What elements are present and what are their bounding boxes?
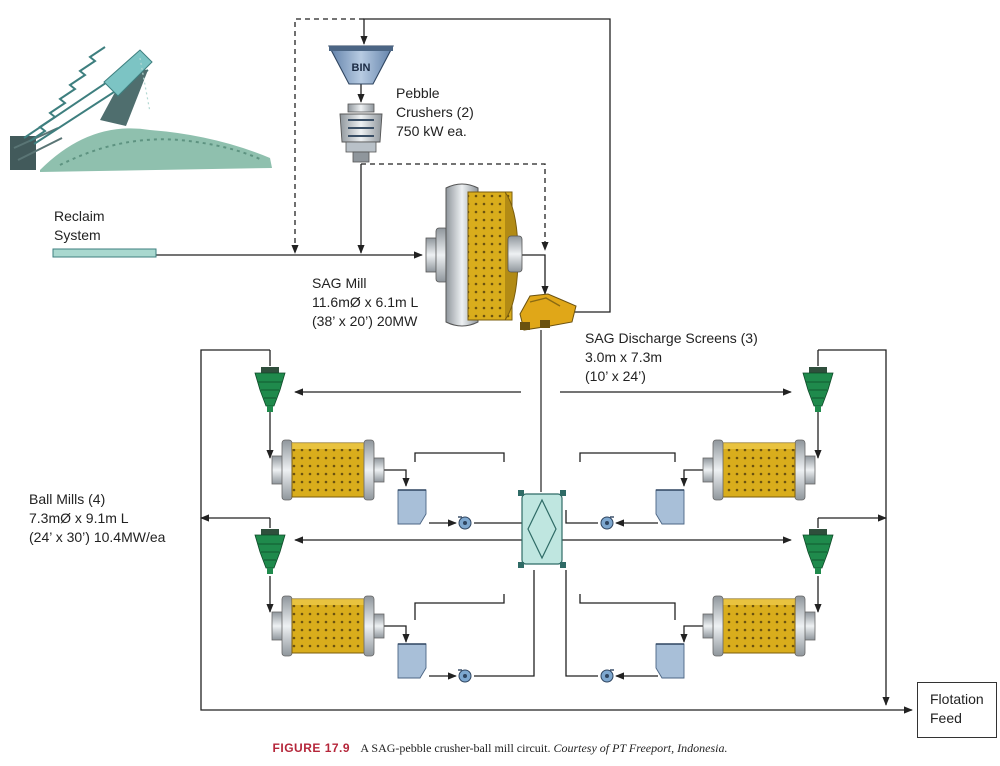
pump-icon <box>457 516 472 530</box>
ball-mill-icon <box>271 439 385 501</box>
bin-hopper <box>328 45 394 85</box>
ball-mill-icon <box>271 595 385 657</box>
cyclone-icon <box>802 528 834 575</box>
pump-icon <box>600 669 615 683</box>
sump-icon <box>397 489 427 525</box>
sag-discharge-screen-icon <box>519 293 577 331</box>
cyclone-icon <box>254 366 286 413</box>
pebble-crushers-label: Pebble Crushers (2) 750 kW ea. <box>396 85 474 139</box>
sag-discharge-screens-label: SAG Discharge Screens (3) 3.0m x 7.3m (1… <box>585 330 758 384</box>
reclaim-conveyor <box>52 248 157 258</box>
ball-mill-icon <box>702 595 816 657</box>
sump-icon <box>655 643 685 679</box>
flotation-feed-label: Flotation Feed <box>930 691 984 726</box>
sump-icon <box>655 489 685 525</box>
pebble-crusher-icon <box>339 103 383 163</box>
caption-courtesy: Courtesy of PT Freeport, Indonesia. <box>553 741 728 755</box>
sag-mill-icon <box>425 183 523 327</box>
flotation-feed-box: Flotation Feed <box>917 682 997 738</box>
pump-icon <box>457 669 472 683</box>
caption-text: A SAG-pebble crusher-ball mill circuit. <box>360 741 551 755</box>
reclaim-system-label: Reclaim System <box>54 208 105 243</box>
distributor-icon <box>518 490 566 568</box>
bin-label: BIN <box>352 62 371 74</box>
figure-number: FIGURE 17.9 <box>272 741 351 755</box>
sag-mill-label: SAG Mill 11.6mØ x 6.1m L (38’ x 20’) 20M… <box>312 275 419 329</box>
sump-icon <box>397 643 427 679</box>
ball-mills-label: Ball Mills (4) 7.3mØ x 9.1m L (24’ x 30’… <box>29 491 166 545</box>
ball-mill-icon <box>702 439 816 501</box>
figure-caption: FIGURE 17.9 A SAG-pebble crusher-ball mi… <box>0 741 1000 756</box>
pump-icon <box>600 516 615 530</box>
cyclone-icon <box>254 528 286 575</box>
cyclone-icon <box>802 366 834 413</box>
stockpile-stacker-illustration <box>10 46 272 172</box>
